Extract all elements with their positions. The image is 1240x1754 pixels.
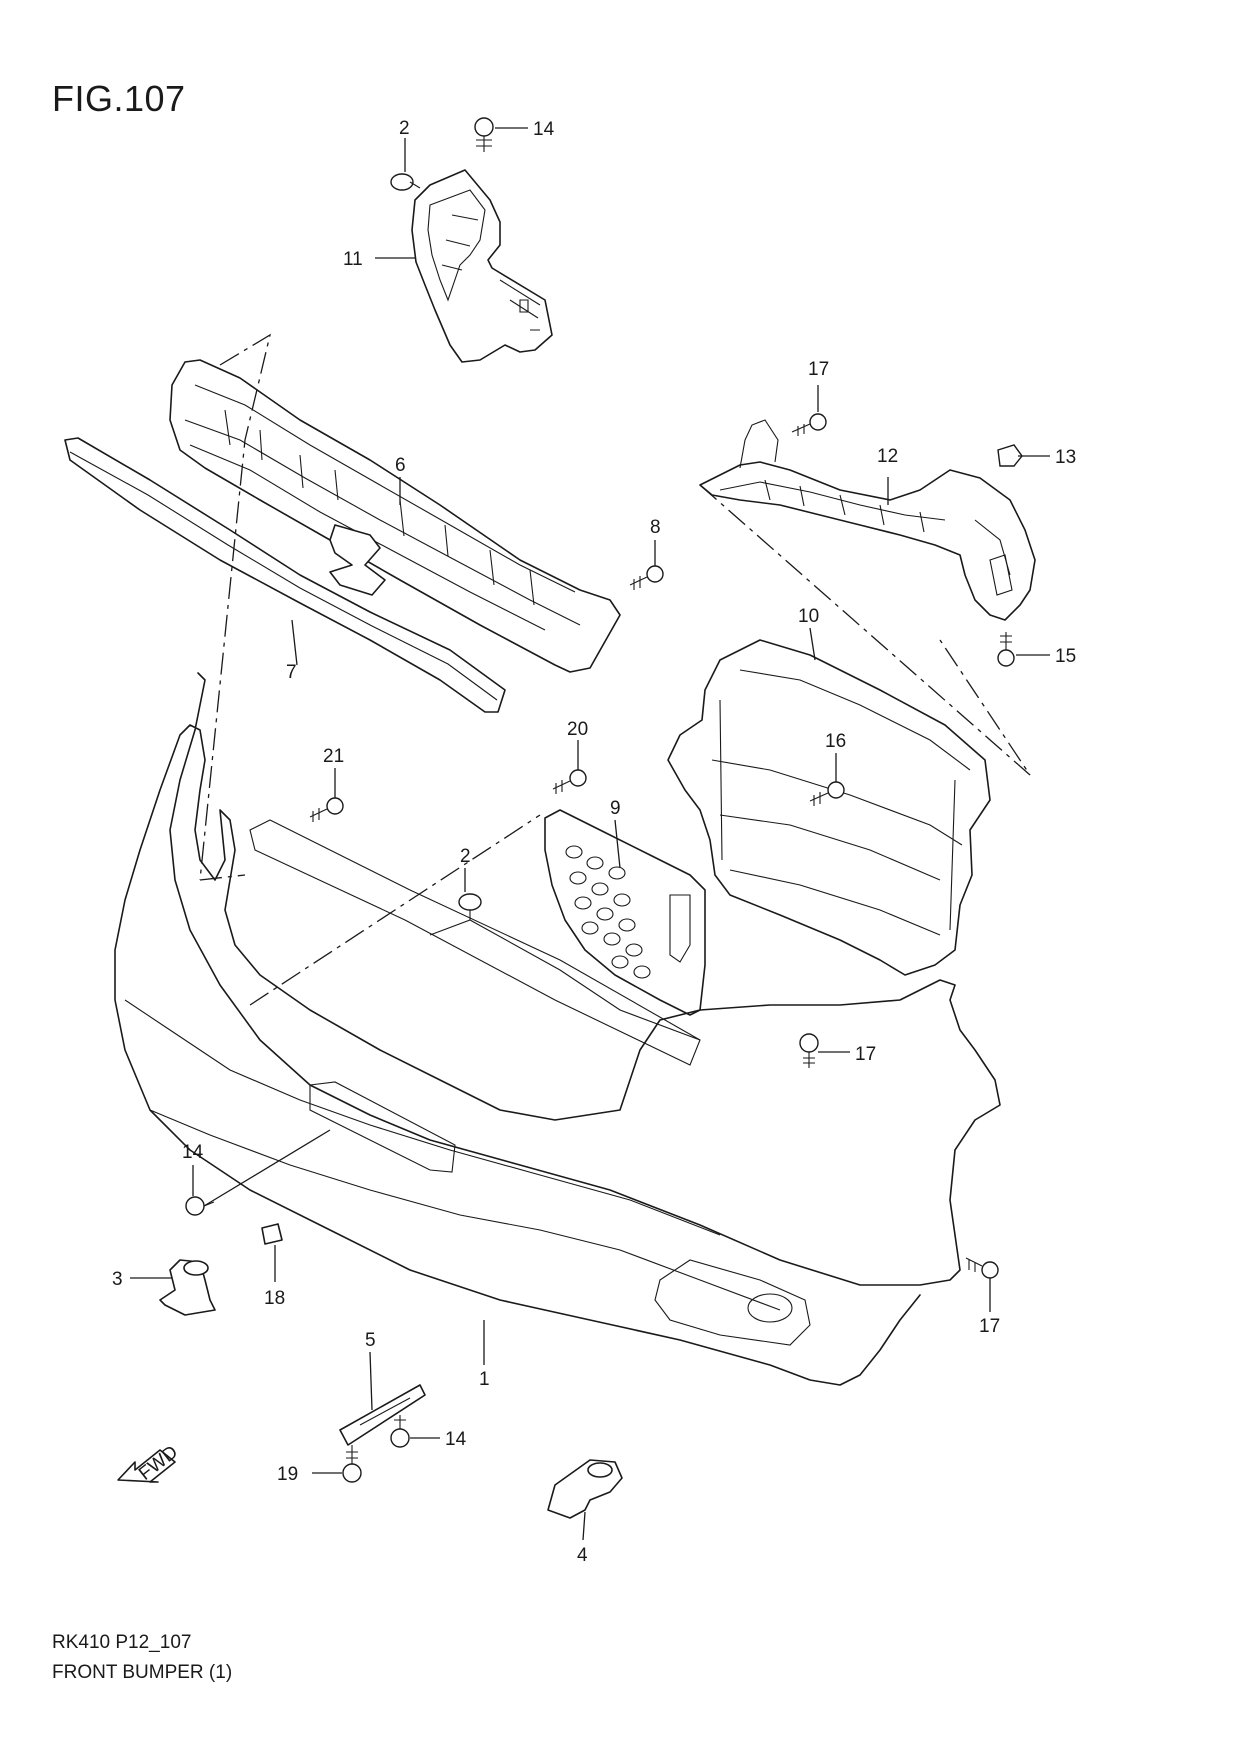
callout-12: 12: [877, 446, 898, 467]
bolt-icon: [474, 117, 494, 152]
figure-caption: FRONT BUMPER (1): [52, 1662, 233, 1683]
callout-7: 7: [286, 662, 297, 683]
callout-13: 13: [1055, 447, 1076, 468]
fasteners: [185, 117, 1023, 1483]
screw-icon: [791, 413, 827, 436]
alignment-lines: [199, 333, 1031, 1006]
callout-9: 9: [610, 798, 621, 819]
bolt-icon: [390, 1415, 410, 1448]
callout-14: 14: [533, 119, 555, 140]
callout-17-low: 17: [979, 1316, 1000, 1337]
bracket-part-4: [547, 1459, 623, 1519]
callout-3: 3: [112, 1269, 123, 1290]
callout-16: 16: [825, 731, 846, 752]
mesh-plate-part-9: [544, 809, 706, 1016]
figure-title: FIG.107: [52, 78, 186, 119]
fwd-label: FWD: [135, 1442, 182, 1485]
callout-14-low: 14: [445, 1429, 467, 1450]
callout-20: 20: [567, 719, 588, 740]
clip-icon: [458, 893, 482, 920]
bolt-icon: [342, 1445, 362, 1483]
beam-part-12: [699, 419, 1036, 621]
screw-icon: [309, 797, 344, 822]
callout-8: 8: [650, 517, 661, 538]
clip-icon: [997, 444, 1023, 467]
callout-10: 10: [798, 606, 819, 627]
screw-icon: [552, 769, 587, 794]
fwd-arrow-icon: FWD: [117, 1442, 182, 1485]
clip-icon: [390, 173, 421, 191]
screw-icon: [629, 565, 664, 590]
callout-2: 2: [399, 118, 410, 139]
callout-21: 21: [323, 746, 344, 767]
screw-icon: [997, 632, 1015, 667]
screw-icon: [965, 1257, 999, 1279]
bolt-icon: [185, 1196, 215, 1216]
figure-code: RK410 P12_107: [52, 1632, 192, 1653]
callout-18: 18: [264, 1288, 285, 1309]
callout-17-right: 17: [855, 1044, 876, 1065]
callout-2-lower: 2: [460, 846, 471, 867]
callout-17: 17: [808, 359, 829, 380]
bumper-part-1: [114, 672, 1001, 1386]
callout-4: 4: [577, 1545, 588, 1566]
bracket-part-3: [159, 1259, 216, 1316]
clip-part-18: [261, 1223, 283, 1245]
bracket-part-11: [411, 169, 553, 363]
callout-5: 5: [365, 1330, 376, 1351]
callout-19: 19: [277, 1464, 298, 1485]
plate-part-5: [339, 1384, 426, 1446]
callout-11: 11: [343, 249, 363, 270]
leader-lines: [130, 127, 1050, 1541]
callout-labels: 2 14 11 6 7 8 17 12 13 10 15 16 20 21 2 …: [112, 118, 1076, 1566]
screw-icon: [799, 1033, 819, 1068]
callout-14-left: 14: [182, 1142, 204, 1163]
callout-15: 15: [1055, 646, 1076, 667]
callout-1: 1: [479, 1369, 490, 1390]
screw-icon: [809, 781, 845, 806]
frame-part-10: [667, 639, 991, 976]
callout-6: 6: [395, 455, 406, 476]
molding-part-7: [64, 437, 506, 713]
grille-part-6: [169, 359, 621, 673]
